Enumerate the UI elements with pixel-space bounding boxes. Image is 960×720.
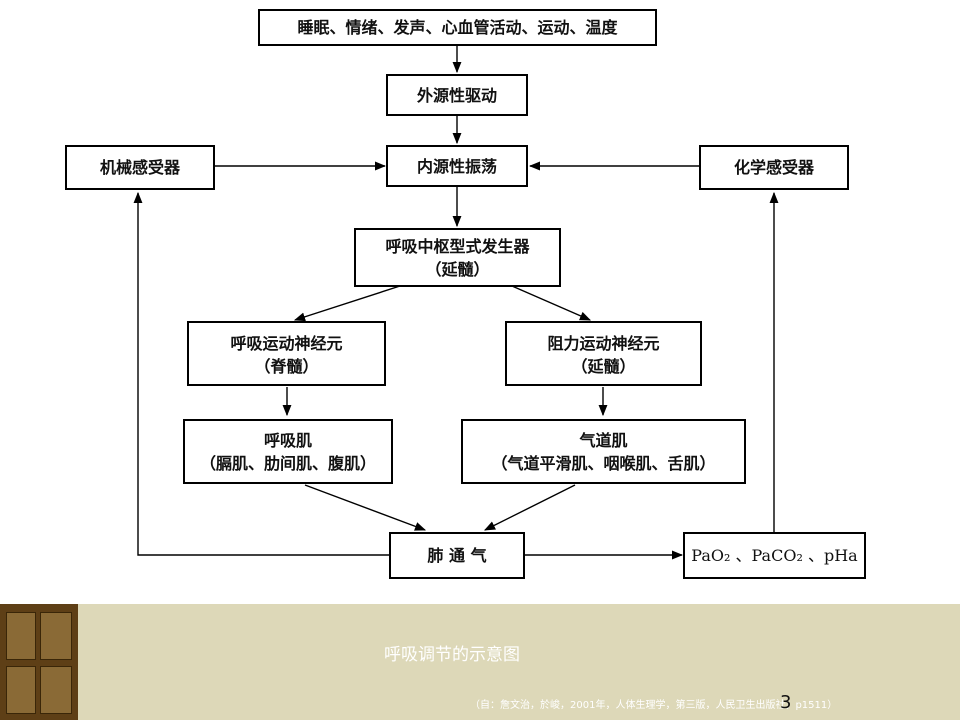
node-mechanoreceptor-label: 机械感受器: [100, 158, 181, 177]
node-blood-gases: PaO₂ 、PaCO₂ 、pHa: [683, 532, 866, 579]
node-internal-oscillation-label: 内源性振荡: [417, 157, 497, 176]
page-number: 3: [780, 692, 792, 713]
node-res-mn-label-line2: （延髓）: [571, 357, 635, 376]
arrow-cpg-to-resp-mn: [293, 285, 401, 322]
node-resp-muscle-label-line1: 呼吸肌: [264, 431, 312, 450]
node-respiratory-muscle: 呼吸肌 （膈肌、肋间肌、腹肌）: [183, 419, 393, 484]
node-chemoreceptor-label: 化学感受器: [734, 158, 815, 177]
node-cpg-label-line1: 呼吸中枢型式发生器: [385, 237, 530, 256]
window-thumbnail-image: [0, 604, 78, 720]
node-airway-muscle: 气道肌 （气道平滑肌、咽喉肌、舌肌）: [461, 419, 746, 484]
arrow-cpg-to-res-mn: [511, 285, 592, 321]
node-chemoreceptor: 化学感受器: [699, 145, 849, 190]
node-cpg-label-line2: （延髓）: [425, 260, 489, 279]
connectors: [133, 45, 779, 560]
node-external-drive: 外源性驱动: [386, 74, 528, 116]
node-mechanoreceptor: 机械感受器: [65, 145, 215, 190]
slide-footer: 呼吸调节的示意图 （自：詹文治，於峻，2001年，人体生理学，第三版，人民卫生出…: [0, 604, 960, 720]
node-blood-gases-label: PaO₂ 、PaCO₂ 、pHa: [691, 546, 858, 565]
arrow-airway-to-ventilation: [483, 484, 576, 531]
node-respiratory-motor-neuron: 呼吸运动神经元 （脊髓）: [187, 321, 386, 386]
node-external-drive-label: 外源性驱动: [416, 86, 497, 105]
arrow-muscle-to-ventilation: [304, 484, 427, 531]
node-resistance-motor-neuron: 阻力运动神经元 （延髓）: [505, 321, 702, 386]
node-pulmonary-ventilation: 肺 通 气: [389, 532, 525, 579]
feedback-ventilation-to-mech: [133, 191, 390, 556]
figure-caption: 呼吸调节的示意图: [384, 645, 520, 665]
node-airway-muscle-label-line1: 气道肌: [578, 431, 627, 450]
source-credit: （自：詹文治，於峻，2001年，人体生理学，第三版，人民卫生出版社，p1511）: [470, 700, 838, 711]
node-resp-muscle-label-line2: （膈肌、肋间肌、腹肌）: [200, 454, 376, 473]
node-internal-oscillation: 内源性振荡: [386, 145, 528, 187]
node-airway-muscle-label-line2: （气道平滑肌、咽喉肌、舌肌）: [491, 454, 715, 473]
node-res-mn-label-line1: 阻力运动神经元: [547, 334, 659, 353]
node-top-factors: 睡眠、情绪、发声、心血管活动、运动、温度: [258, 9, 657, 46]
respiration-regulation-diagram: 睡眠、情绪、发声、心血管活动、运动、温度 外源性驱动 内源性振荡 机械感受器 化…: [65, 9, 866, 579]
node-resp-mn-label-line1: 呼吸运动神经元: [230, 334, 342, 353]
node-top-factors-label: 睡眠、情绪、发声、心血管活动、运动、温度: [297, 18, 618, 37]
node-central-pattern-generator: 呼吸中枢型式发生器 （延髓）: [354, 228, 561, 287]
node-resp-mn-label-line2: （脊髓）: [254, 357, 318, 376]
node-ventilation-label: 肺 通 气: [427, 546, 486, 565]
